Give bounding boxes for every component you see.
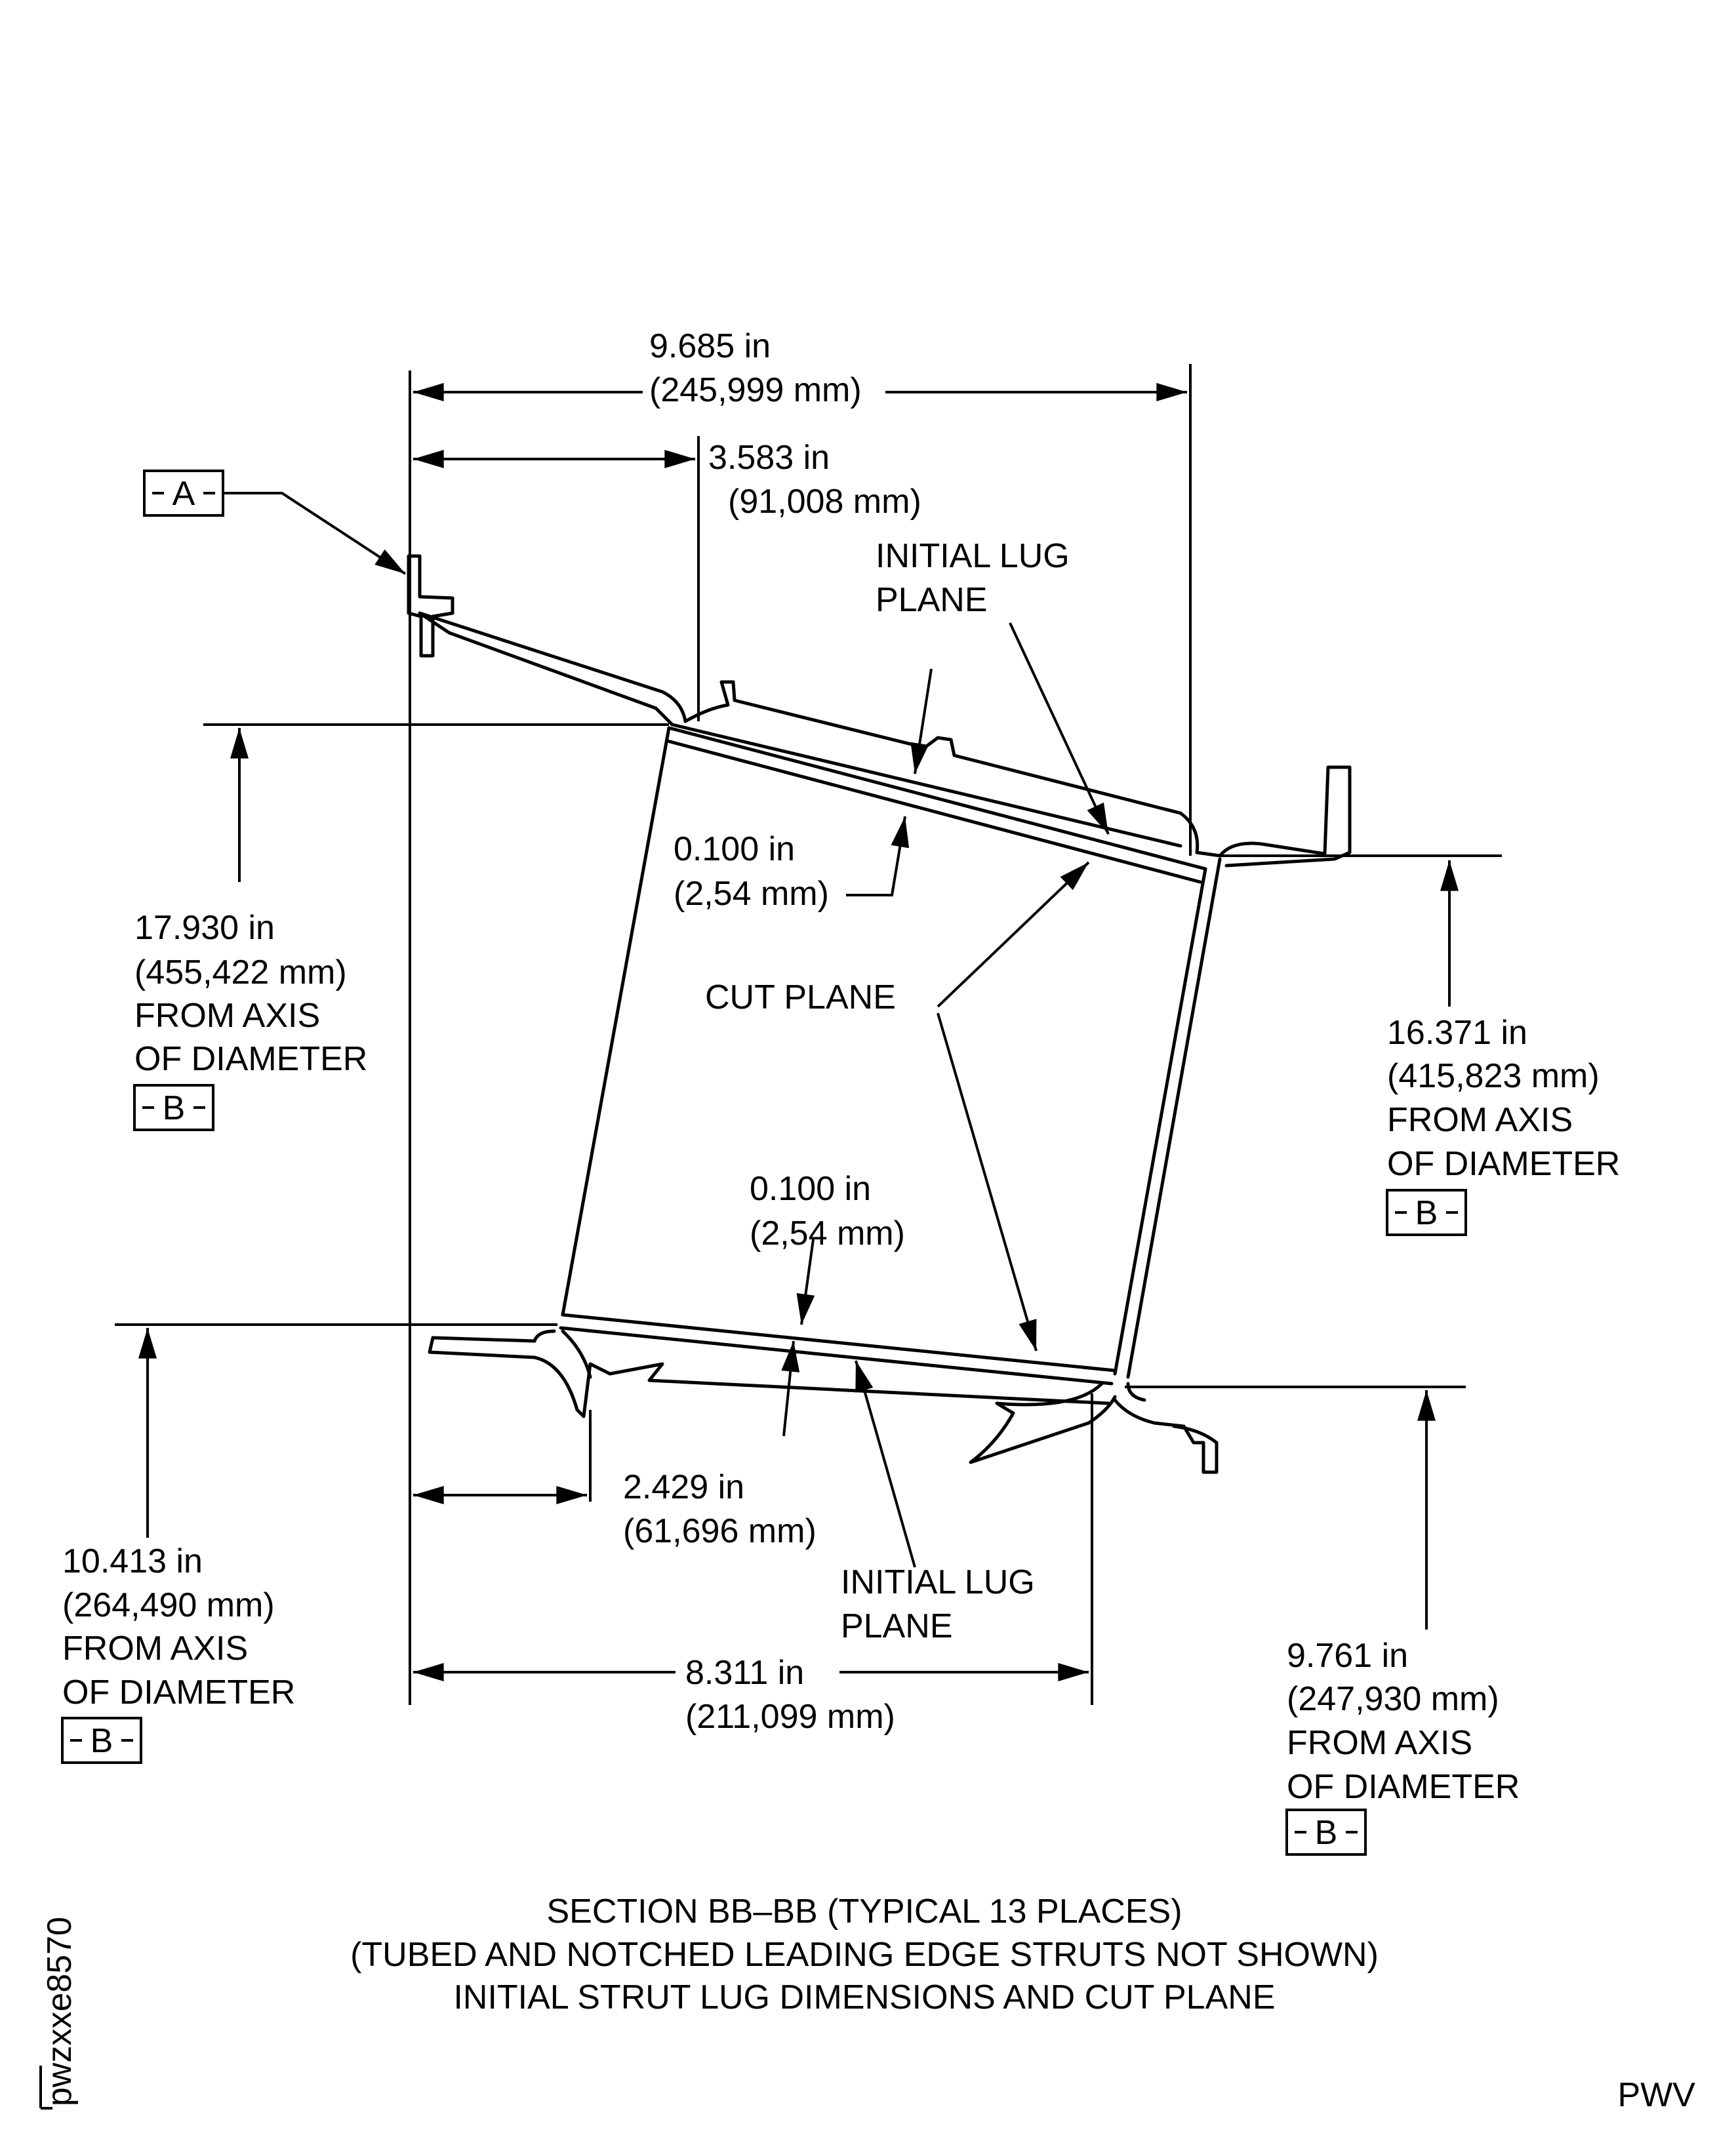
svg-text:(455,422 mm): (455,422 mm) — [134, 953, 347, 991]
label-initial-lug-plane-bottom: INITIAL LUG PLANE — [841, 1563, 1035, 1645]
svg-text:10.413 in: 10.413 in — [62, 1542, 203, 1580]
svg-text:17.930 in: 17.930 in — [134, 909, 275, 947]
caption-line-3: INITIAL STRUT LUG DIMENSIONS AND CUT PLA… — [453, 1978, 1275, 2016]
svg-text:FROM AXIS: FROM AXIS — [1287, 1724, 1472, 1762]
svg-text:(264,490 mm): (264,490 mm) — [62, 1586, 275, 1624]
strut-section-outline — [407, 554, 1352, 1474]
svg-text:OF DIAMETER: OF DIAMETER — [1387, 1145, 1620, 1183]
dim-radius-upper-right: 16.371 in (415,823 mm) FROM AXIS OF DIAM… — [1387, 1014, 1620, 1183]
datum-b-box-upper-left: B — [133, 1084, 214, 1131]
svg-text:16.371 in: 16.371 in — [1387, 1014, 1527, 1052]
dim-lug-bottom-offset: 2.429 in (61,696 mm) — [623, 1468, 817, 1550]
svg-text:OF DIAMETER: OF DIAMETER — [1287, 1768, 1520, 1806]
caption-line-2: (TUBED AND NOTCHED LEADING EDGE STRUTS N… — [350, 1936, 1379, 1974]
svg-text:OF DIAMETER: OF DIAMETER — [134, 1040, 367, 1078]
svg-text:9.685 in: 9.685 in — [649, 327, 771, 365]
dim-radius-lower-right: 9.761 in (247,930 mm) FROM AXIS OF DIAME… — [1287, 1637, 1520, 1806]
label-cut-plane: CUT PLANE — [705, 978, 896, 1016]
datum-b-box-lower-left: B — [61, 1717, 142, 1764]
svg-text:OF DIAMETER: OF DIAMETER — [62, 1673, 295, 1712]
dim-depth-lower: 0.100 in (2,54 mm) — [750, 1170, 905, 1252]
label-initial-lug-plane-top: INITIAL LUG PLANE — [876, 537, 1070, 619]
svg-text:B: B — [1315, 1814, 1338, 1852]
svg-text:INITIAL LUG: INITIAL LUG — [876, 537, 1070, 575]
datum-a-letter: A — [172, 475, 195, 513]
dim-radius-lower-left: 10.413 in (264,490 mm) FROM AXIS OF DIAM… — [62, 1542, 295, 1712]
dim-radius-upper-left: 17.930 in (455,422 mm) FROM AXIS OF DIAM… — [134, 909, 367, 1078]
svg-text:pwzxxe8570: pwzxxe8570 — [41, 1917, 79, 2106]
svg-text:B: B — [91, 1722, 113, 1760]
caption-line-1: SECTION BB–BB (TYPICAL 13 PLACES) — [546, 1893, 1182, 1931]
svg-text:B: B — [1415, 1194, 1438, 1232]
figure-caption: SECTION BB–BB (TYPICAL 13 PLACES) (TUBED… — [350, 1893, 1379, 2016]
svg-text:(247,930 mm): (247,930 mm) — [1287, 1680, 1499, 1718]
svg-text:PLANE: PLANE — [876, 581, 988, 619]
svg-text:9.761 in: 9.761 in — [1287, 1637, 1408, 1675]
leader-lines — [223, 492, 1110, 1568]
svg-text:PLANE: PLANE — [841, 1607, 953, 1645]
svg-text:(91,008 mm): (91,008 mm) — [728, 483, 921, 521]
svg-text:FROM AXIS: FROM AXIS — [134, 997, 320, 1035]
extension-lines — [115, 364, 1502, 1705]
svg-text:(211,099 mm): (211,099 mm) — [685, 1698, 895, 1736]
svg-text:(2,54 mm): (2,54 mm) — [750, 1214, 905, 1252]
svg-text:0.100 in: 0.100 in — [674, 830, 795, 868]
datum-b-box-lower-right: B — [1285, 1809, 1367, 1856]
svg-text:INITIAL LUG: INITIAL LUG — [841, 1563, 1035, 1601]
svg-text:FROM AXIS: FROM AXIS — [1387, 1101, 1573, 1139]
svg-text:(61,696 mm): (61,696 mm) — [623, 1512, 817, 1550]
svg-text:(245,999 mm): (245,999 mm) — [649, 371, 862, 409]
svg-text:(415,823 mm): (415,823 mm) — [1387, 1057, 1600, 1095]
svg-text:0.100 in: 0.100 in — [750, 1170, 871, 1208]
svg-text:8.311 in: 8.311 in — [685, 1654, 804, 1692]
svg-text:(2,54 mm): (2,54 mm) — [674, 875, 829, 913]
dim-depth-upper: 0.100 in (2,54 mm) — [674, 830, 829, 913]
datum-a-box: A — [143, 470, 224, 517]
datum-b-box-upper-right: B — [1386, 1189, 1467, 1236]
svg-text:2.429 in: 2.429 in — [623, 1468, 744, 1506]
figure-id: pwzxxe8570 — [39, 1917, 79, 2110]
dim-overall-top: 9.685 in (245,999 mm) — [649, 327, 862, 409]
dim-overall-bottom: 8.311 in (211,099 mm) — [685, 1654, 895, 1736]
svg-text:B: B — [163, 1089, 186, 1127]
footer-code: PWV — [1618, 2076, 1696, 2114]
dimension-lines — [138, 383, 1459, 1681]
dim-lug-top-offset: 3.583 in (91,008 mm) — [708, 439, 921, 521]
svg-text:FROM AXIS: FROM AXIS — [62, 1630, 248, 1668]
svg-text:3.583 in: 3.583 in — [708, 439, 830, 477]
